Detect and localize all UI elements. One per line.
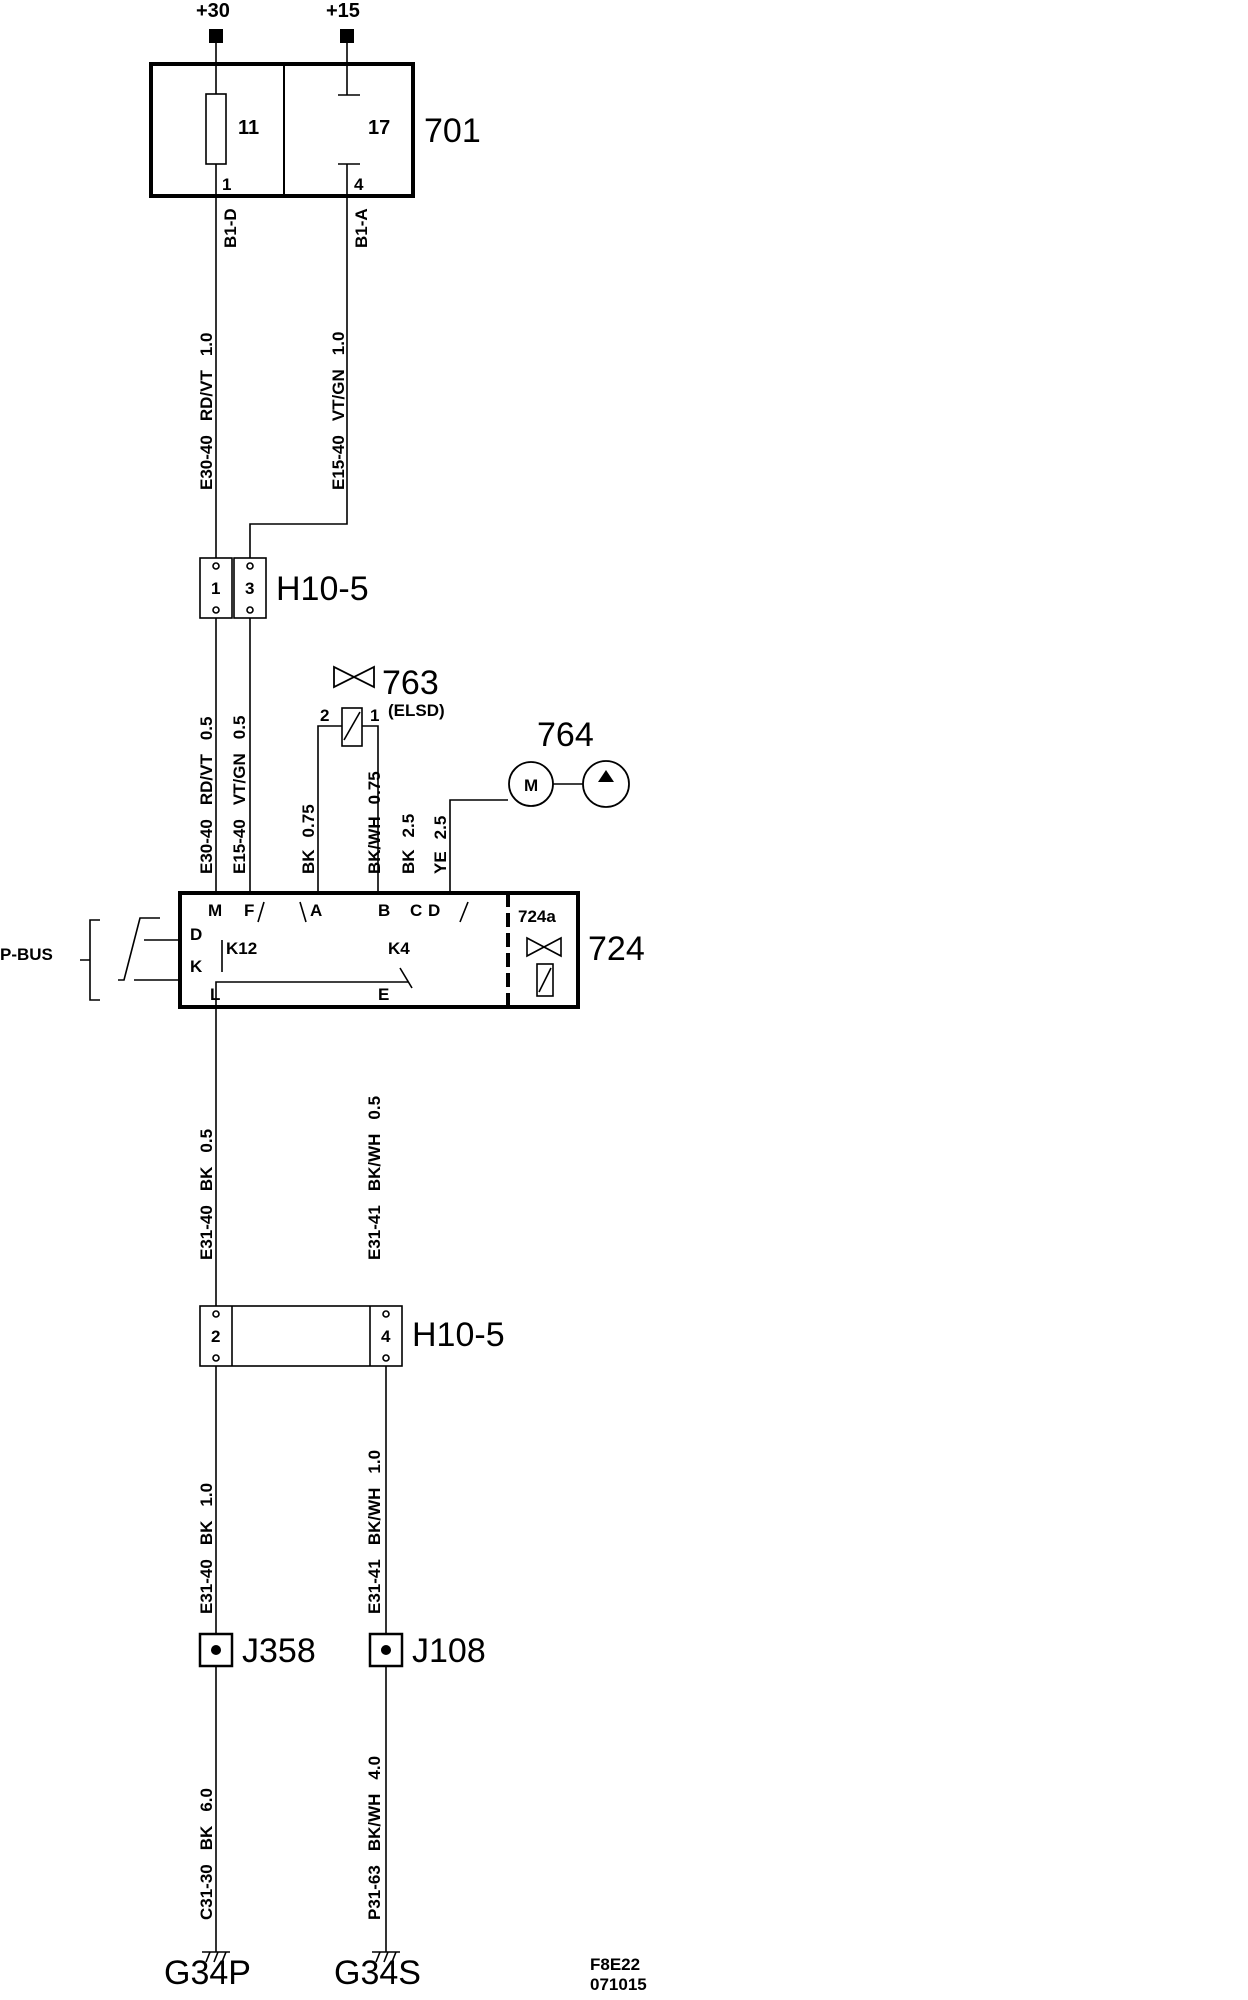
pump-764-id: 764 (537, 716, 594, 754)
wire-label-p31-63: P31-63BK/WH4.0 (365, 1756, 384, 1920)
valve-icon-724a (526, 936, 562, 958)
wire-label-c31-30: C31-30BK6.0 (197, 1788, 216, 1920)
ecu-pin-m: M (208, 901, 222, 920)
footer: F8E22 071015 (590, 1955, 647, 1994)
ecu-pin-e: E (378, 985, 389, 1004)
upper-wires: E30-40RD/VT1.0 E15-40VT/GN1.0 (197, 196, 348, 562)
pump-icon (582, 760, 630, 808)
motor-label: M (524, 776, 538, 795)
valve-763-sub: (ELSD) (388, 701, 445, 720)
fuse-pin-1: 1 (222, 175, 231, 194)
wire-label-e15-40-mid: E15-40VT/GN0.5 (230, 716, 249, 874)
wire-label-e15-40-top: E15-40VT/GN1.0 (329, 332, 348, 490)
valve-763-pin-2: 2 (320, 706, 329, 725)
conn-bottom-pin-2: 2 (211, 1327, 220, 1346)
terminal-b1a: B1-A (352, 208, 371, 248)
wire-label-e31-40-lower: E31-40BK1.0 (197, 1483, 216, 1614)
connector-h10-5-bottom: 2 4 H10-5 (199, 1305, 505, 1367)
wire-label-e30-40-top: E30-40RD/VT1.0 (197, 333, 216, 490)
wire-label-bk-25: BK2.5 (399, 814, 418, 874)
ecu-id: 724 (588, 930, 645, 968)
fusebox-id: 701 (424, 112, 481, 150)
ground-wires: C31-30BK6.0 P31-63BK/WH4.0 (197, 1666, 387, 1952)
fusebox-701: 11 1 17 4 701 B1-D B1-A (149, 62, 481, 248)
ecu-724: M F A B C D D K L E K12 K4 724a 724 (178, 891, 645, 1009)
middle-wires: E30-40RD/VT0.5 E15-40VT/GN0.5 BK0.75 BK/… (197, 618, 508, 892)
pump-764: M 764 (508, 716, 630, 808)
ecu-pin-k: K (190, 957, 203, 976)
terminal-30-marker (209, 29, 223, 43)
conn-bottom-id: H10-5 (412, 1316, 505, 1354)
lower-wires: E31-40BK0.5 E31-41BK/WH0.5 (197, 1007, 384, 1308)
valve-763-id: 763 (382, 664, 439, 702)
wire-label-e31-41-lower: E31-41BK/WH1.0 (365, 1450, 384, 1614)
terminal-b1d: B1-D (221, 208, 240, 248)
terminal-30-label: +30 (196, 0, 230, 22)
ecu-pin-d2: D (428, 901, 440, 920)
ecu-relay-k4: K4 (388, 939, 410, 958)
junction-j108: J108 (412, 1632, 486, 1670)
conn-top-pin-3: 3 (245, 579, 254, 598)
grounds: G34P G34S (164, 1951, 421, 1992)
ground-icon (372, 1951, 400, 1963)
ecu-pin-d: D (190, 925, 202, 944)
ground-g34p: G34P (164, 1954, 251, 1992)
fuse-11-label: 11 (238, 117, 259, 139)
p-bus-label: P-BUS (0, 945, 53, 964)
junction-j358: J358 (242, 1632, 316, 1670)
fuse-icon (205, 93, 227, 165)
wire-label-ye-25: YE2.5 (431, 816, 450, 874)
junctions: J358 J108 (198, 1632, 486, 1670)
p-bus: P-BUS (0, 917, 180, 1001)
terminal-15-label: +15 (326, 0, 360, 22)
wire-label-e30-40-mid: E30-40RD/VT0.5 (197, 717, 216, 874)
ecu-pin-b: B (378, 901, 390, 920)
conn-top-id: H10-5 (276, 570, 369, 608)
ecu-sub-id: 724a (518, 907, 556, 926)
terminal-15-marker (340, 29, 354, 43)
wire-label-e31-41-low: E31-41BK/WH0.5 (365, 1096, 384, 1260)
ground-g34s: G34S (334, 1954, 421, 1992)
conn-top-pin-1: 1 (211, 579, 220, 598)
footer-date: 071015 (590, 1975, 647, 1994)
valve-763: 763 (ELSD) 2 1 (320, 664, 445, 747)
ground-icon (202, 1951, 230, 1963)
lower-wires-2: E31-40BK1.0 E31-41BK/WH1.0 (197, 1366, 387, 1634)
fuse-pin-4: 4 (354, 175, 364, 194)
ecu-pin-c: C (410, 901, 422, 920)
wire-label-bk-075: BK0.75 (299, 804, 318, 874)
wire-label-bkwh-075: BK/WH0.75 (365, 771, 384, 874)
ecu-relay-k12: K12 (226, 939, 257, 958)
wire-label-e31-40-low: E31-40BK0.5 (197, 1129, 216, 1260)
ecu-pin-l: L (210, 985, 220, 1004)
connector-h10-5-top: 1 3 H10-5 (199, 557, 369, 619)
footer-code: F8E22 (590, 1955, 640, 1974)
valve-763-pin-1: 1 (370, 706, 379, 725)
valve-icon (333, 665, 375, 689)
conn-bottom-pin-4: 4 (381, 1327, 391, 1346)
ecu-pin-a: A (310, 901, 322, 920)
fuse-17-label: 17 (368, 117, 390, 139)
supply-terminals: +30 +15 (196, 0, 360, 65)
ecu-pin-f: F (244, 901, 254, 920)
